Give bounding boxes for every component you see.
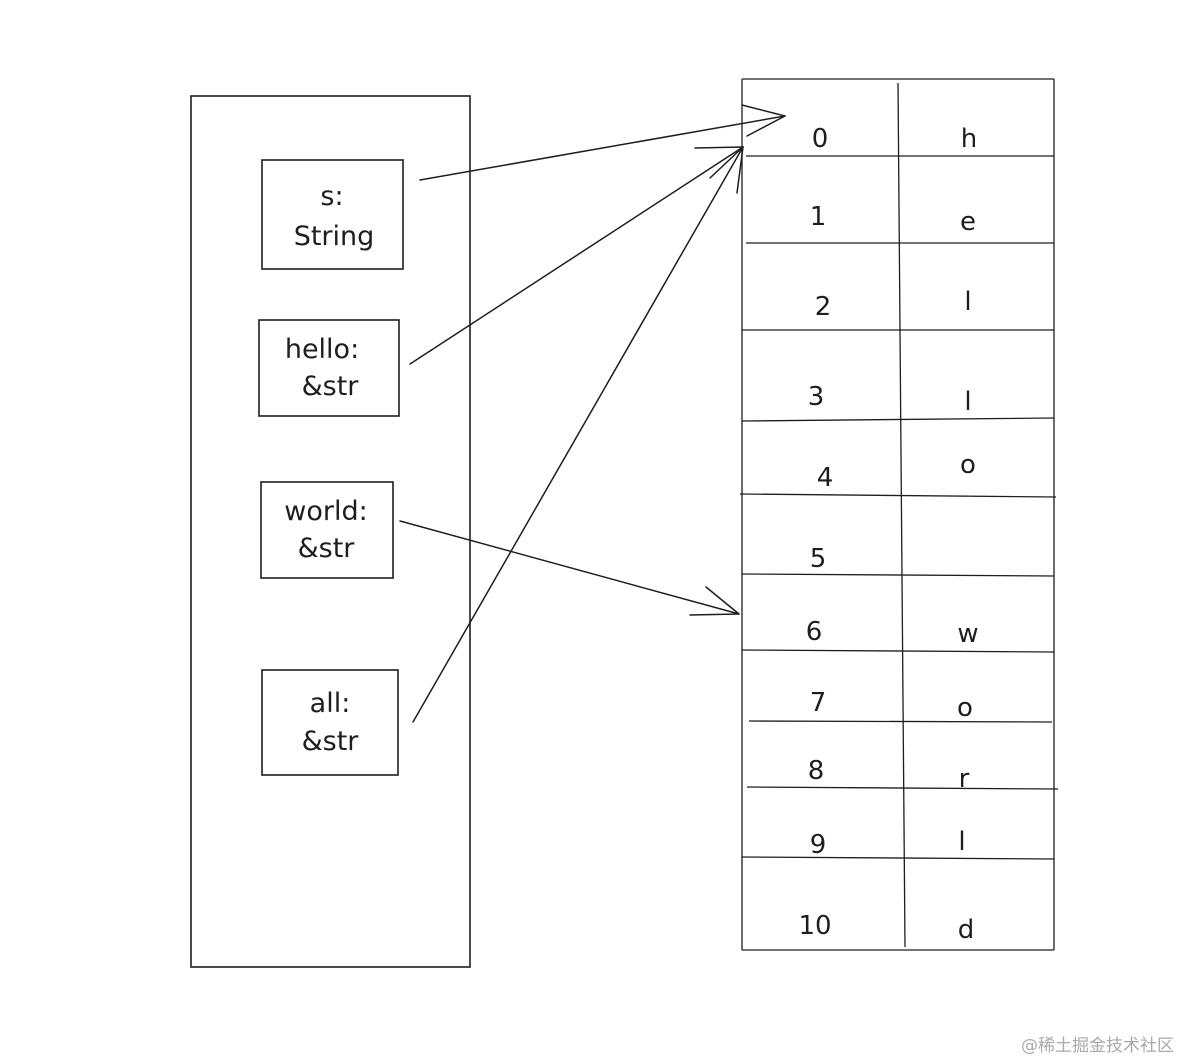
heap-index-8: 8 [808,756,825,786]
heap-index-4: 4 [817,463,834,493]
heap-index-2: 2 [815,292,832,322]
heap-index-1: 1 [810,202,827,232]
pointer-arrow-hello [409,146,744,365]
var-box-hello: hello: &str [258,319,400,417]
var-name: all: [310,688,351,719]
heap-char-4: o [960,450,976,480]
var-type: &str [298,533,356,564]
var-name: world: [284,496,367,527]
heap-char-7: o [957,693,973,723]
heap-char-1: e [960,207,976,237]
heap-char-8: r [959,764,970,794]
var-type: &str [302,371,360,402]
stack-frame [190,95,471,968]
heap-char-2: l [964,287,971,317]
heap-index-0: 0 [812,124,829,154]
pointer-arrow-all [412,146,744,723]
var-box-world: world: &str [260,481,394,579]
heap-cells: 0 1 2 3 4 5 6 7 8 9 10 h e l l o w o r l d [798,124,978,945]
var-type: &str [302,726,360,757]
var-box-all: all: &str [261,669,399,776]
heap-table [739,78,1059,951]
heap-index-3: 3 [808,382,825,412]
heap-char-0: h [961,124,977,154]
heap-index-9: 9 [810,830,827,860]
heap-index-5: 5 [810,544,827,574]
heap-index-10: 10 [798,911,831,941]
watermark: @稀土掘金技术社区 [1021,1036,1174,1056]
heap-index-6: 6 [806,617,823,647]
pointer-arrow-s [419,104,786,181]
var-box-s: s: String [261,159,404,270]
var-name: hello: [285,334,359,365]
heap-index-7: 7 [810,688,827,718]
heap-char-3: l [964,387,971,417]
heap-char-6: w [957,619,978,649]
var-name: s: [320,181,343,212]
heap-char-10: d [958,915,975,945]
pointer-arrow-world [399,520,740,616]
var-type: String [294,221,375,252]
heap-char-9: l [958,827,965,857]
